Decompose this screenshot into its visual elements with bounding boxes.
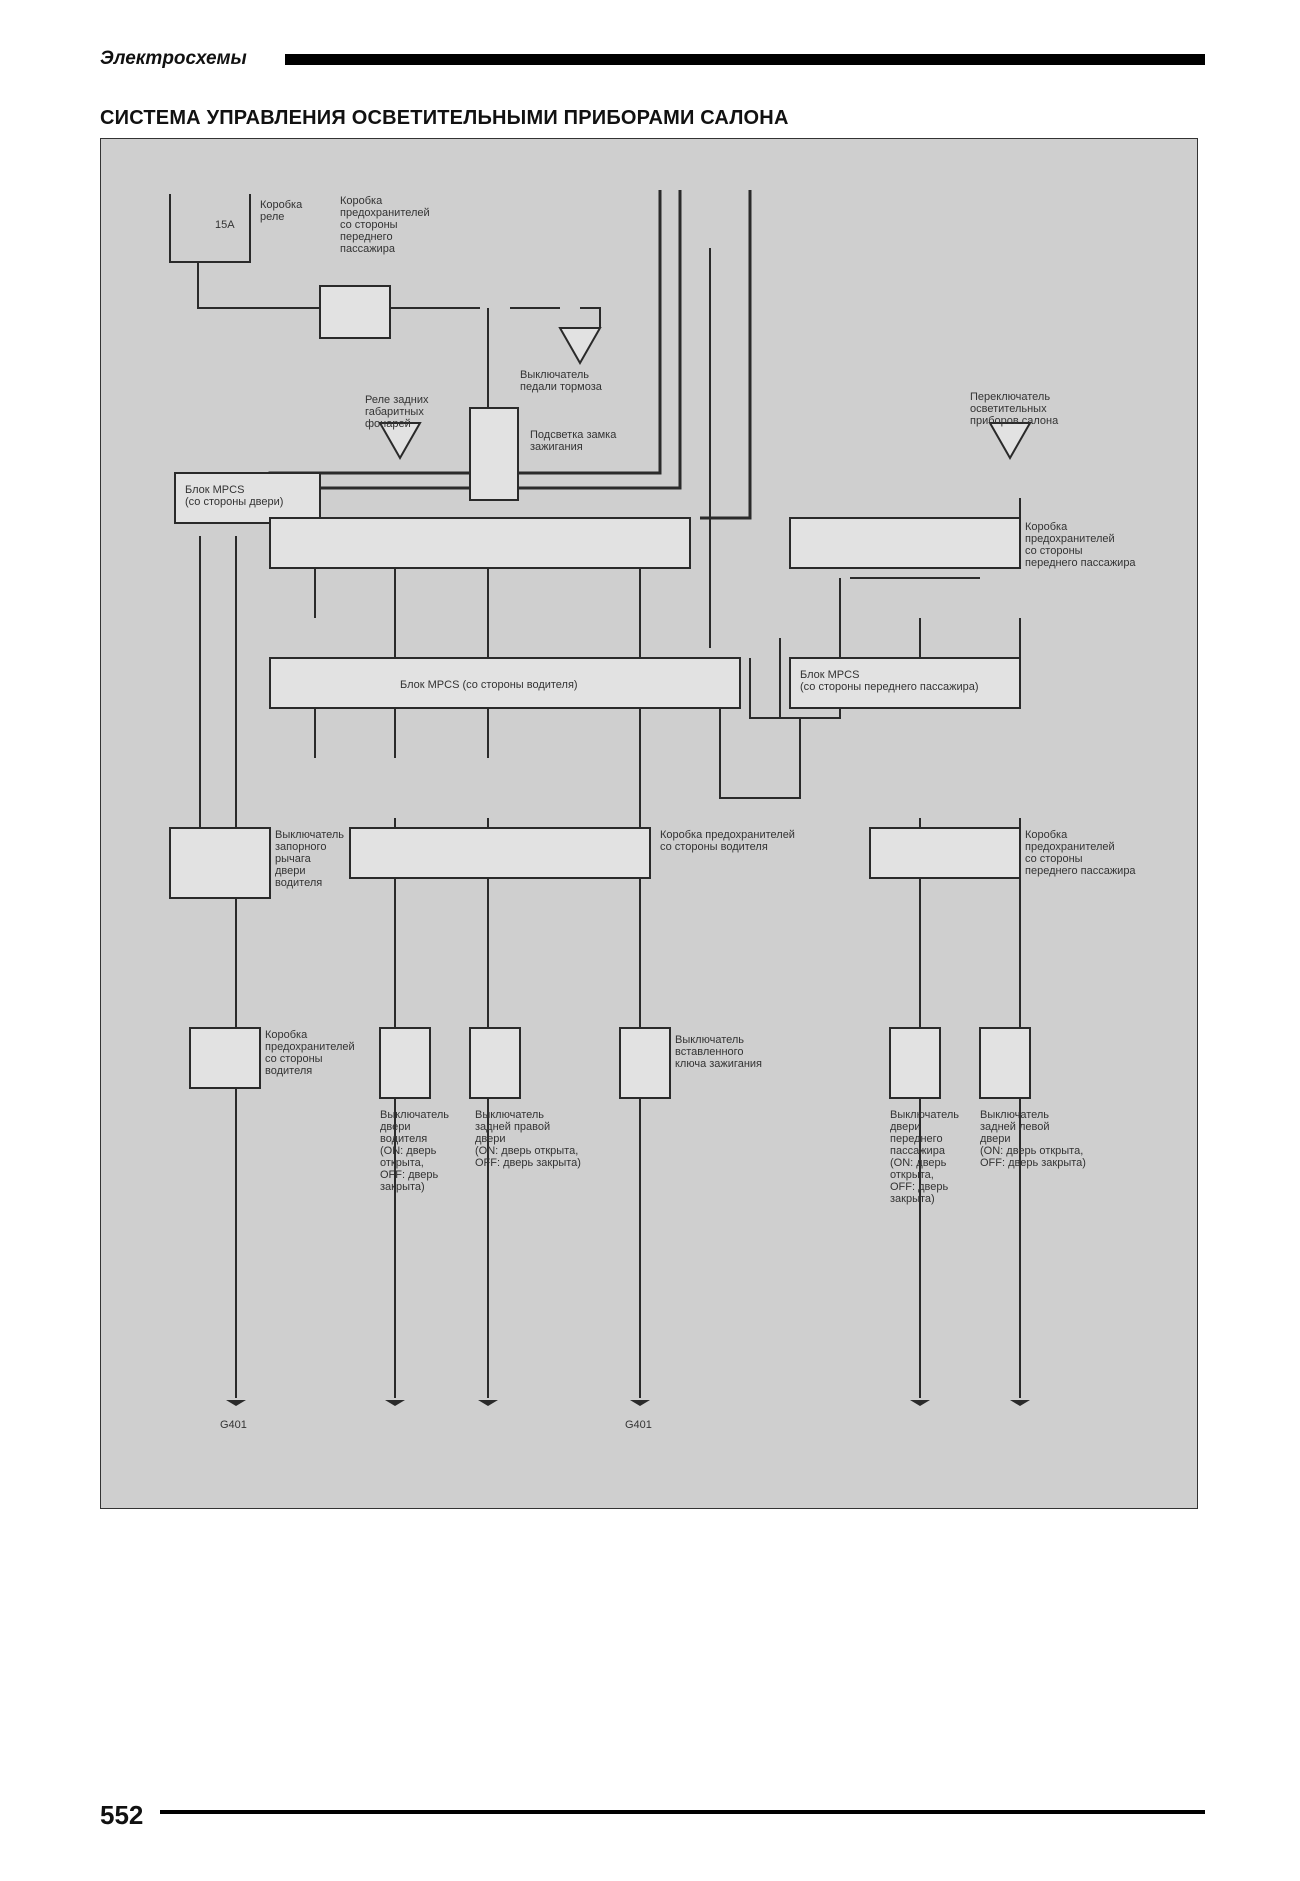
sw-rear-left-box: [979, 1027, 1031, 1099]
driver-fuse-box-mid: [349, 827, 651, 879]
label-mpcs-driver: Блок MPCS (со стороны водителя): [400, 679, 578, 691]
label-ground-1: G401: [220, 1419, 247, 1431]
mpcs-door-box: [174, 472, 321, 524]
grounds: [226, 1400, 1030, 1406]
sw-rear-right-box: [469, 1027, 521, 1099]
label-mpcs-pass: Блок MPCS(со стороны переднего пассажира…: [800, 669, 978, 693]
header-rule: [285, 54, 1205, 65]
page-title: СИСТЕМА УПРАВЛЕНИЯ ОСВЕТИТЕЛЬНЫМИ ПРИБОР…: [100, 107, 789, 129]
sw-driver-door-box: [379, 1027, 431, 1099]
mpcs-driver-box: [269, 657, 741, 709]
page-number: 552: [100, 1800, 144, 1830]
diagram-frame: [100, 138, 1198, 1509]
section-header: Электросхемы: [100, 48, 247, 69]
sw-key-box: [619, 1027, 671, 1099]
pass-fuse-box-mid: [869, 827, 1021, 879]
driver-fuse-block: [269, 517, 691, 569]
lock-switch-box: [169, 827, 271, 899]
label-ground-2: G401: [625, 1419, 652, 1431]
pass-fuse-block: [789, 517, 1021, 569]
sw-front-pass-box: [889, 1027, 941, 1099]
driver-fuse-box-low: [189, 1027, 261, 1089]
triangles: [378, 327, 1032, 461]
footer-rule: [160, 1810, 1205, 1814]
relay-fuse-box: [319, 285, 391, 339]
key-light-box: [469, 407, 519, 501]
component-boxes: [169, 285, 1031, 1099]
mpcs-pass-box: [789, 657, 1021, 709]
label-fuse-15a: 15A: [215, 219, 235, 231]
label-mpcs-door: Блок MPCS(со стороны двери): [185, 484, 283, 508]
